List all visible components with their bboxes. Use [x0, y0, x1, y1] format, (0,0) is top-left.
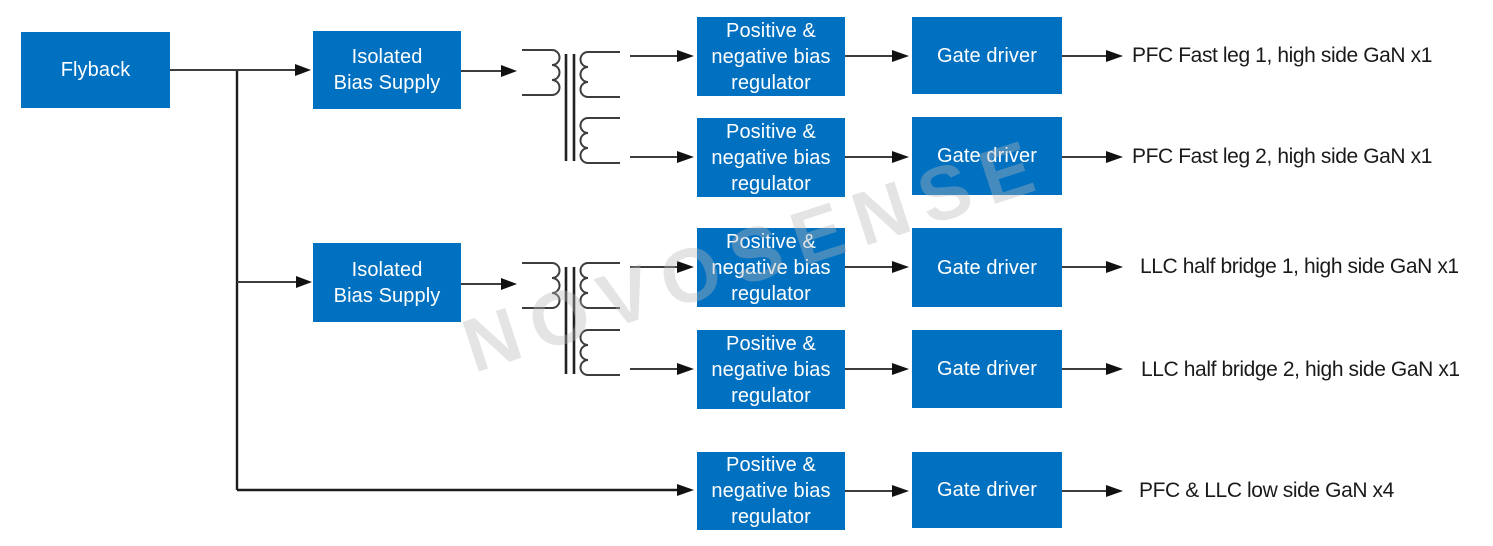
output-label-5: PFC & LLC low side GaN x4: [1139, 479, 1394, 502]
gate-driver-to-output-arrows: [1062, 50, 1123, 497]
bias-regulator-3-label: Positive & negative bias regulator: [711, 230, 831, 305]
bias-regulator-4-box: Positive & negative bias regulator: [697, 330, 845, 409]
gate-driver-3-label: Gate driver: [936, 256, 1038, 279]
transformer-2-core: [564, 267, 576, 374]
gate-driver-2-label: Gate driver: [936, 145, 1038, 167]
bias-regulator-2-box: Positive & negative bias regulator: [697, 118, 845, 197]
gate-driver-4-label: Gate driver: [936, 358, 1038, 380]
regulator-to-gate-driver-arrows: [845, 50, 909, 497]
output-label-1: PFC Fast leg 1, high side GaN x1: [1132, 44, 1433, 67]
gate-driver-5-box: Gate driver: [912, 452, 1062, 528]
bias-supply-to-transformer-arrows: [461, 65, 517, 290]
isolated-bias-supply-2-box: Isolated Bias Supply: [313, 243, 461, 322]
bias-regulator-3-box: Positive & negative bias regulator: [697, 228, 845, 307]
transformer-1: [522, 49, 620, 164]
isolated-bias-supply-1-box: Isolated Bias Supply: [313, 31, 461, 109]
bias-regulator-5-box: Positive & negative bias regulator: [697, 452, 845, 530]
isolated-bias-supply-2-label: Isolated Bias Supply: [333, 258, 441, 307]
flyback-label: Flyback: [60, 59, 131, 81]
bias-regulator-1-box: Positive & negative bias regulator: [697, 17, 845, 96]
transformer-2-secondary-coil-1: [579, 262, 620, 309]
flyback-branch-wires: [170, 64, 694, 496]
isolated-bias-supply-1-label: Isolated Bias Supply: [333, 46, 441, 94]
gate-driver-5-label: Gate driver: [936, 479, 1038, 501]
bias-regulator-5-label: Positive & negative bias regulator: [711, 454, 831, 528]
gate-driver-2-box: Gate driver: [912, 117, 1062, 195]
output-label-4: LLC half bridge 2, high side GaN x1: [1141, 358, 1460, 381]
gate-driver-1-label: Gate driver: [936, 44, 1038, 67]
bias-regulator-4-label: Positive & negative bias regulator: [711, 332, 831, 407]
transformer-2: [522, 262, 620, 376]
bias-regulator-1-label: Positive & negative bias regulator: [711, 19, 831, 94]
transformer-to-regulator-arrows: [630, 50, 694, 375]
gate-driver-4-box: Gate driver: [912, 330, 1062, 408]
gate-driver-1-box: Gate driver: [912, 17, 1062, 94]
transformer-2-primary-coil: [522, 262, 561, 309]
transformer-1-core: [564, 54, 576, 161]
output-label-3: LLC half bridge 1, high side GaN x1: [1140, 255, 1459, 278]
gate-driver-3-box: Gate driver: [912, 228, 1062, 307]
transformer-1-secondary-coil-2: [579, 117, 620, 164]
bias-regulator-2-label: Positive & negative bias regulator: [711, 120, 831, 195]
flyback-box: Flyback: [21, 32, 170, 108]
transformer-2-secondary-coil-2: [579, 329, 620, 376]
transformer-1-primary-coil: [522, 49, 561, 96]
transformer-1-secondary-coil-1: [579, 51, 620, 98]
output-label-2: PFC Fast leg 2, high side GaN x1: [1132, 145, 1433, 168]
